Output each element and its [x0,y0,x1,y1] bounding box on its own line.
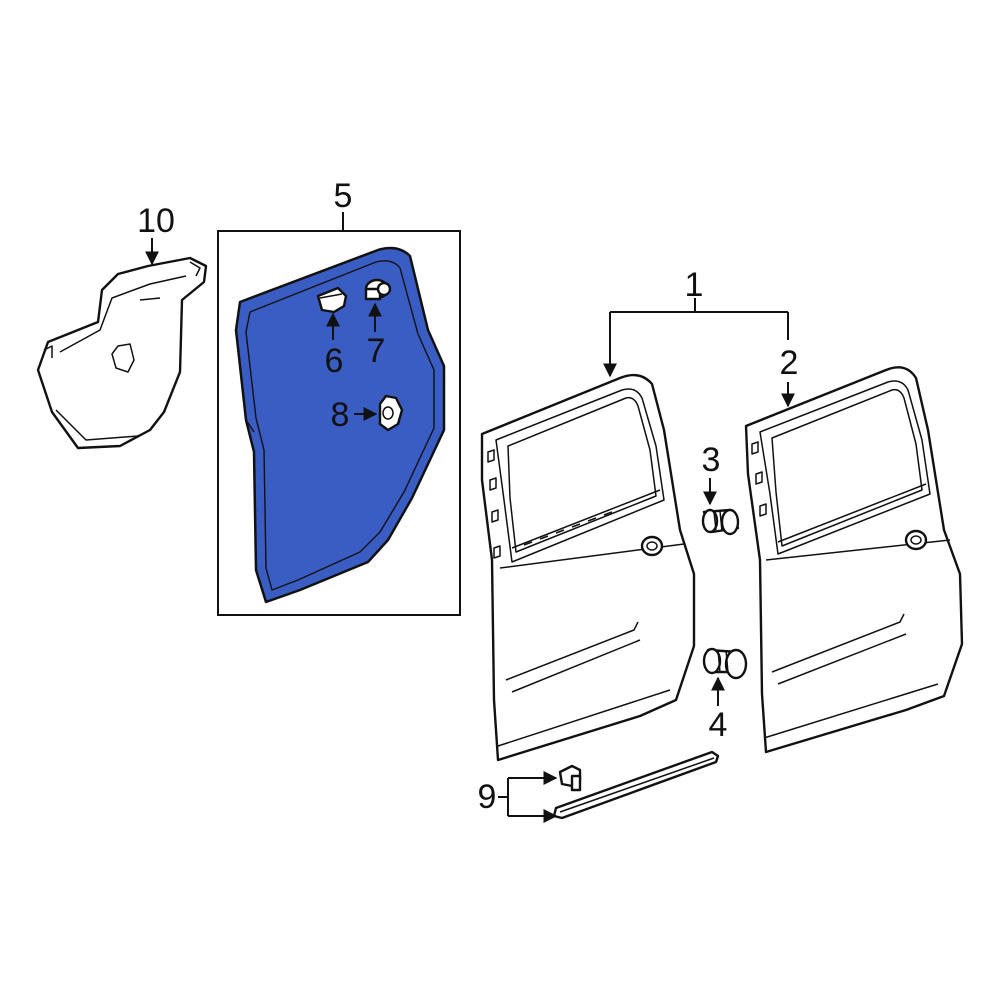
callout-9: 9 [478,778,497,816]
callout-5: 5 [334,177,353,215]
part-1-door-assembly [480,373,696,762]
part-10-door-shield [36,256,208,450]
part-9-clip [558,764,582,792]
callout-1: 1 [685,266,704,304]
part-8-clip [378,394,404,432]
leader-1-2-bracket [603,298,789,378]
part-5-group-box [217,230,461,616]
leader-9-bracket [498,771,558,823]
callout-8: 8 [331,396,350,434]
part-4-bumper [702,647,748,680]
part-2-door-shell [744,366,964,754]
callout-6: 6 [325,342,344,380]
part-3-bumper [701,508,740,536]
callout-3: 3 [702,441,721,479]
part-5-weatherstrip [234,246,446,604]
part-7-clip [364,278,392,301]
callout-4: 4 [709,706,728,744]
callout-2: 2 [780,344,799,382]
callout-7: 7 [367,332,386,370]
part-6-clip [316,286,348,314]
callout-10: 10 [137,202,175,240]
